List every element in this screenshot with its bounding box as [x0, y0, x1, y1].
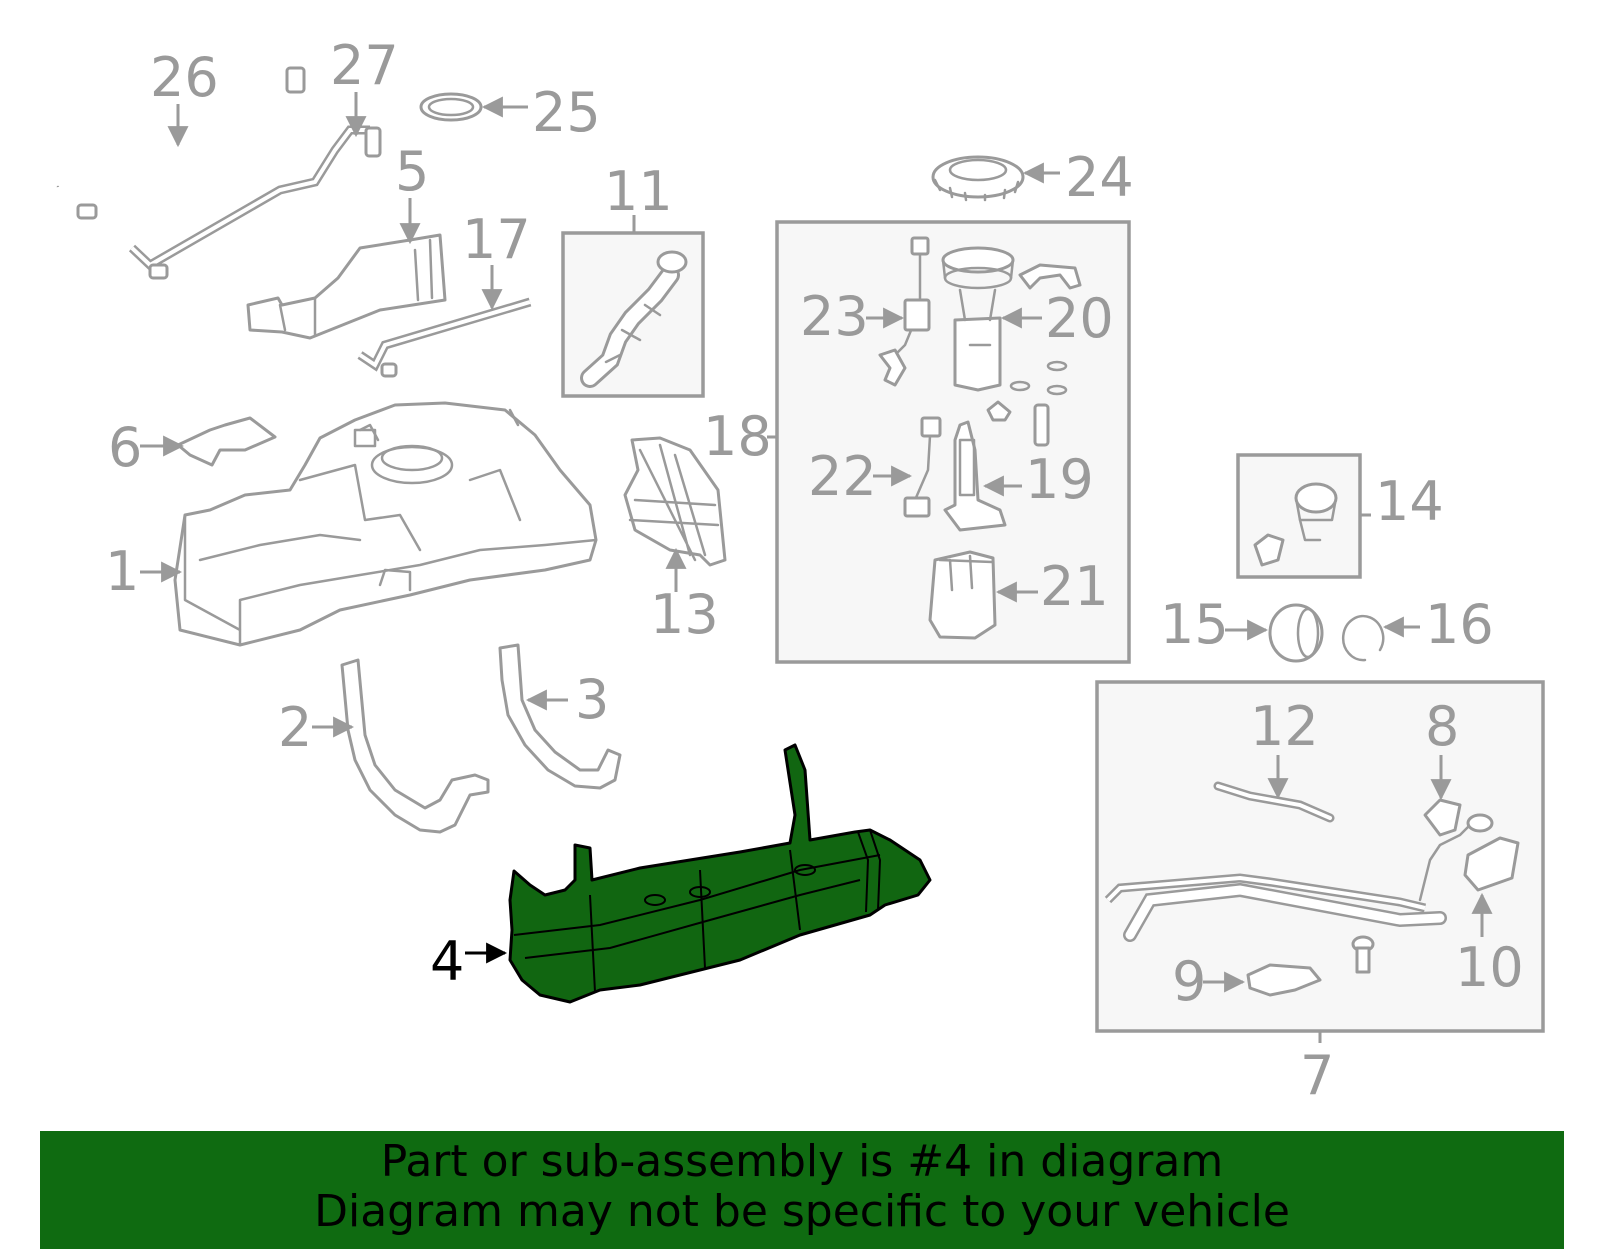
part-2-strap[interactable]	[340, 658, 490, 834]
info-banner: Part or sub-assembly is #4 in diagram Di…	[40, 1131, 1564, 1249]
banner-line-1: Part or sub-assembly is #4 in diagram	[380, 1136, 1224, 1187]
label-12[interactable]: 12	[1250, 695, 1319, 758]
part-27-fuel-line[interactable]	[128, 125, 382, 280]
part-20-pump-module[interactable]	[941, 246, 1082, 447]
part-12-hose[interactable]	[1213, 781, 1335, 823]
label-14[interactable]: 14	[1375, 470, 1444, 533]
label-15[interactable]: 15	[1160, 593, 1229, 656]
label-16[interactable]: 16	[1425, 593, 1494, 656]
label-25[interactable]: 25	[532, 81, 601, 144]
part-7-filler-pipe[interactable]	[1104, 813, 1494, 942]
part-15-valve[interactable]	[1268, 603, 1324, 663]
part-10-protector[interactable]	[1463, 836, 1520, 892]
label-11[interactable]: 11	[604, 160, 673, 223]
leader-arrows	[140, 92, 1493, 1043]
label-13[interactable]: 13	[650, 583, 719, 646]
label-17[interactable]: 17	[462, 208, 531, 271]
label-4[interactable]: 4	[430, 930, 464, 993]
label-19[interactable]: 19	[1025, 448, 1094, 511]
part-17-tube[interactable]	[358, 300, 531, 368]
label-6[interactable]: 6	[108, 416, 142, 479]
label-26[interactable]: 26	[150, 46, 219, 109]
label-23[interactable]: 23	[800, 285, 869, 348]
label-21[interactable]: 21	[1040, 555, 1109, 618]
label-27[interactable]: 27	[330, 34, 399, 97]
part-4-fuel-tank-protector[interactable]	[508, 743, 932, 1004]
label-8[interactable]: 8	[1425, 695, 1459, 758]
label-1[interactable]: 1	[105, 540, 139, 603]
part-1-fuel-tank[interactable]	[173, 401, 598, 647]
label-18[interactable]: 18	[703, 405, 772, 468]
label-22[interactable]: 22	[808, 445, 877, 508]
part-13-protector[interactable]	[623, 436, 727, 567]
label-2[interactable]: 2	[278, 696, 312, 759]
part-14-fuel-cap[interactable]	[1253, 482, 1338, 567]
part-21-strainer[interactable]	[928, 550, 997, 640]
label-7[interactable]: 7	[1300, 1044, 1334, 1107]
part-22-harness[interactable]	[903, 416, 942, 518]
part-16-clip[interactable]	[1341, 614, 1385, 662]
part-8-grommet[interactable]	[1423, 798, 1462, 837]
part-23-sender[interactable]	[878, 236, 931, 387]
label-10[interactable]: 10	[1455, 936, 1524, 999]
callout-labels: 26 27 25 5 17 11 24 23 20 6 18 22 19 14 …	[105, 34, 1524, 1107]
part-5-heat-insulator[interactable]	[246, 233, 447, 340]
part-26-fuel-line[interactable]	[56, 66, 306, 220]
label-3[interactable]: 3	[575, 668, 609, 731]
part-9-bracket[interactable]	[1246, 963, 1322, 997]
label-20[interactable]: 20	[1045, 287, 1114, 350]
part-11-hose[interactable]	[580, 250, 688, 388]
part-24-lock-ring[interactable]	[931, 155, 1025, 202]
part-6-bracket[interactable]	[176, 416, 277, 467]
part-3-strap[interactable]	[498, 643, 622, 790]
bolt[interactable]	[1351, 935, 1375, 974]
banner-line-2: Diagram may not be specific to your vehi…	[314, 1186, 1290, 1237]
label-24[interactable]: 24	[1065, 146, 1134, 209]
label-9[interactable]: 9	[1172, 950, 1206, 1013]
label-5[interactable]: 5	[395, 140, 429, 203]
